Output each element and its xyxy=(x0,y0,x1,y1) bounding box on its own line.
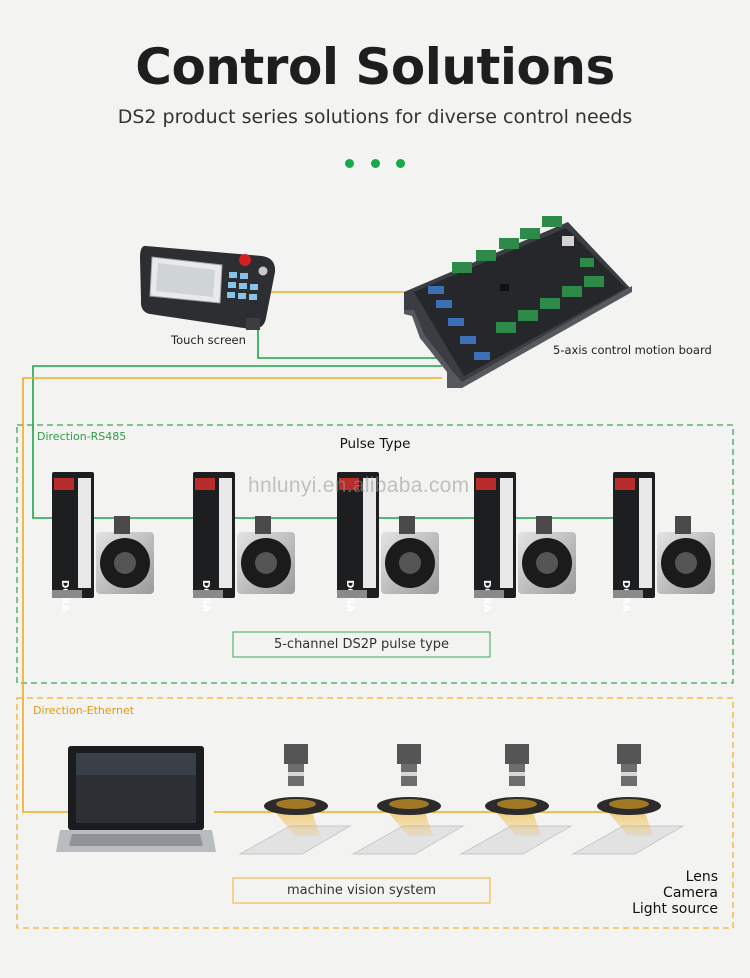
legend-camera: Camera xyxy=(632,885,718,901)
vision-station-4 xyxy=(573,744,683,854)
motion-board-label: 5-axis control motion board xyxy=(553,343,712,357)
servo-driver-unit-4: DORA xyxy=(474,472,576,613)
pulse-type-heading: Pulse Type xyxy=(0,436,750,452)
vision-station-2 xyxy=(353,744,463,854)
component-legend: Lens Camera Light source xyxy=(632,869,718,917)
legend-light-source: Light source xyxy=(632,901,718,917)
watermark-text: hnlunyi.en.alibaba.com xyxy=(248,474,469,498)
vision-station-1 xyxy=(240,744,350,854)
legend-lens: Lens xyxy=(632,869,718,885)
ethernet-direction-label: Direction-Ethernet xyxy=(33,704,134,717)
rs485-caption: 5-channel DS2P pulse type xyxy=(233,632,490,657)
laptop-computer xyxy=(56,746,216,852)
vision-station-3 xyxy=(461,744,571,854)
ethernet-caption: machine vision system xyxy=(233,878,490,903)
servo-driver-unit-1: DORA xyxy=(52,472,154,613)
servo-driver-unit-5: DORA xyxy=(613,472,715,613)
touch-screen-device xyxy=(140,246,275,330)
touch-screen-label: Touch screen xyxy=(171,333,246,347)
motion-control-board xyxy=(404,216,632,388)
